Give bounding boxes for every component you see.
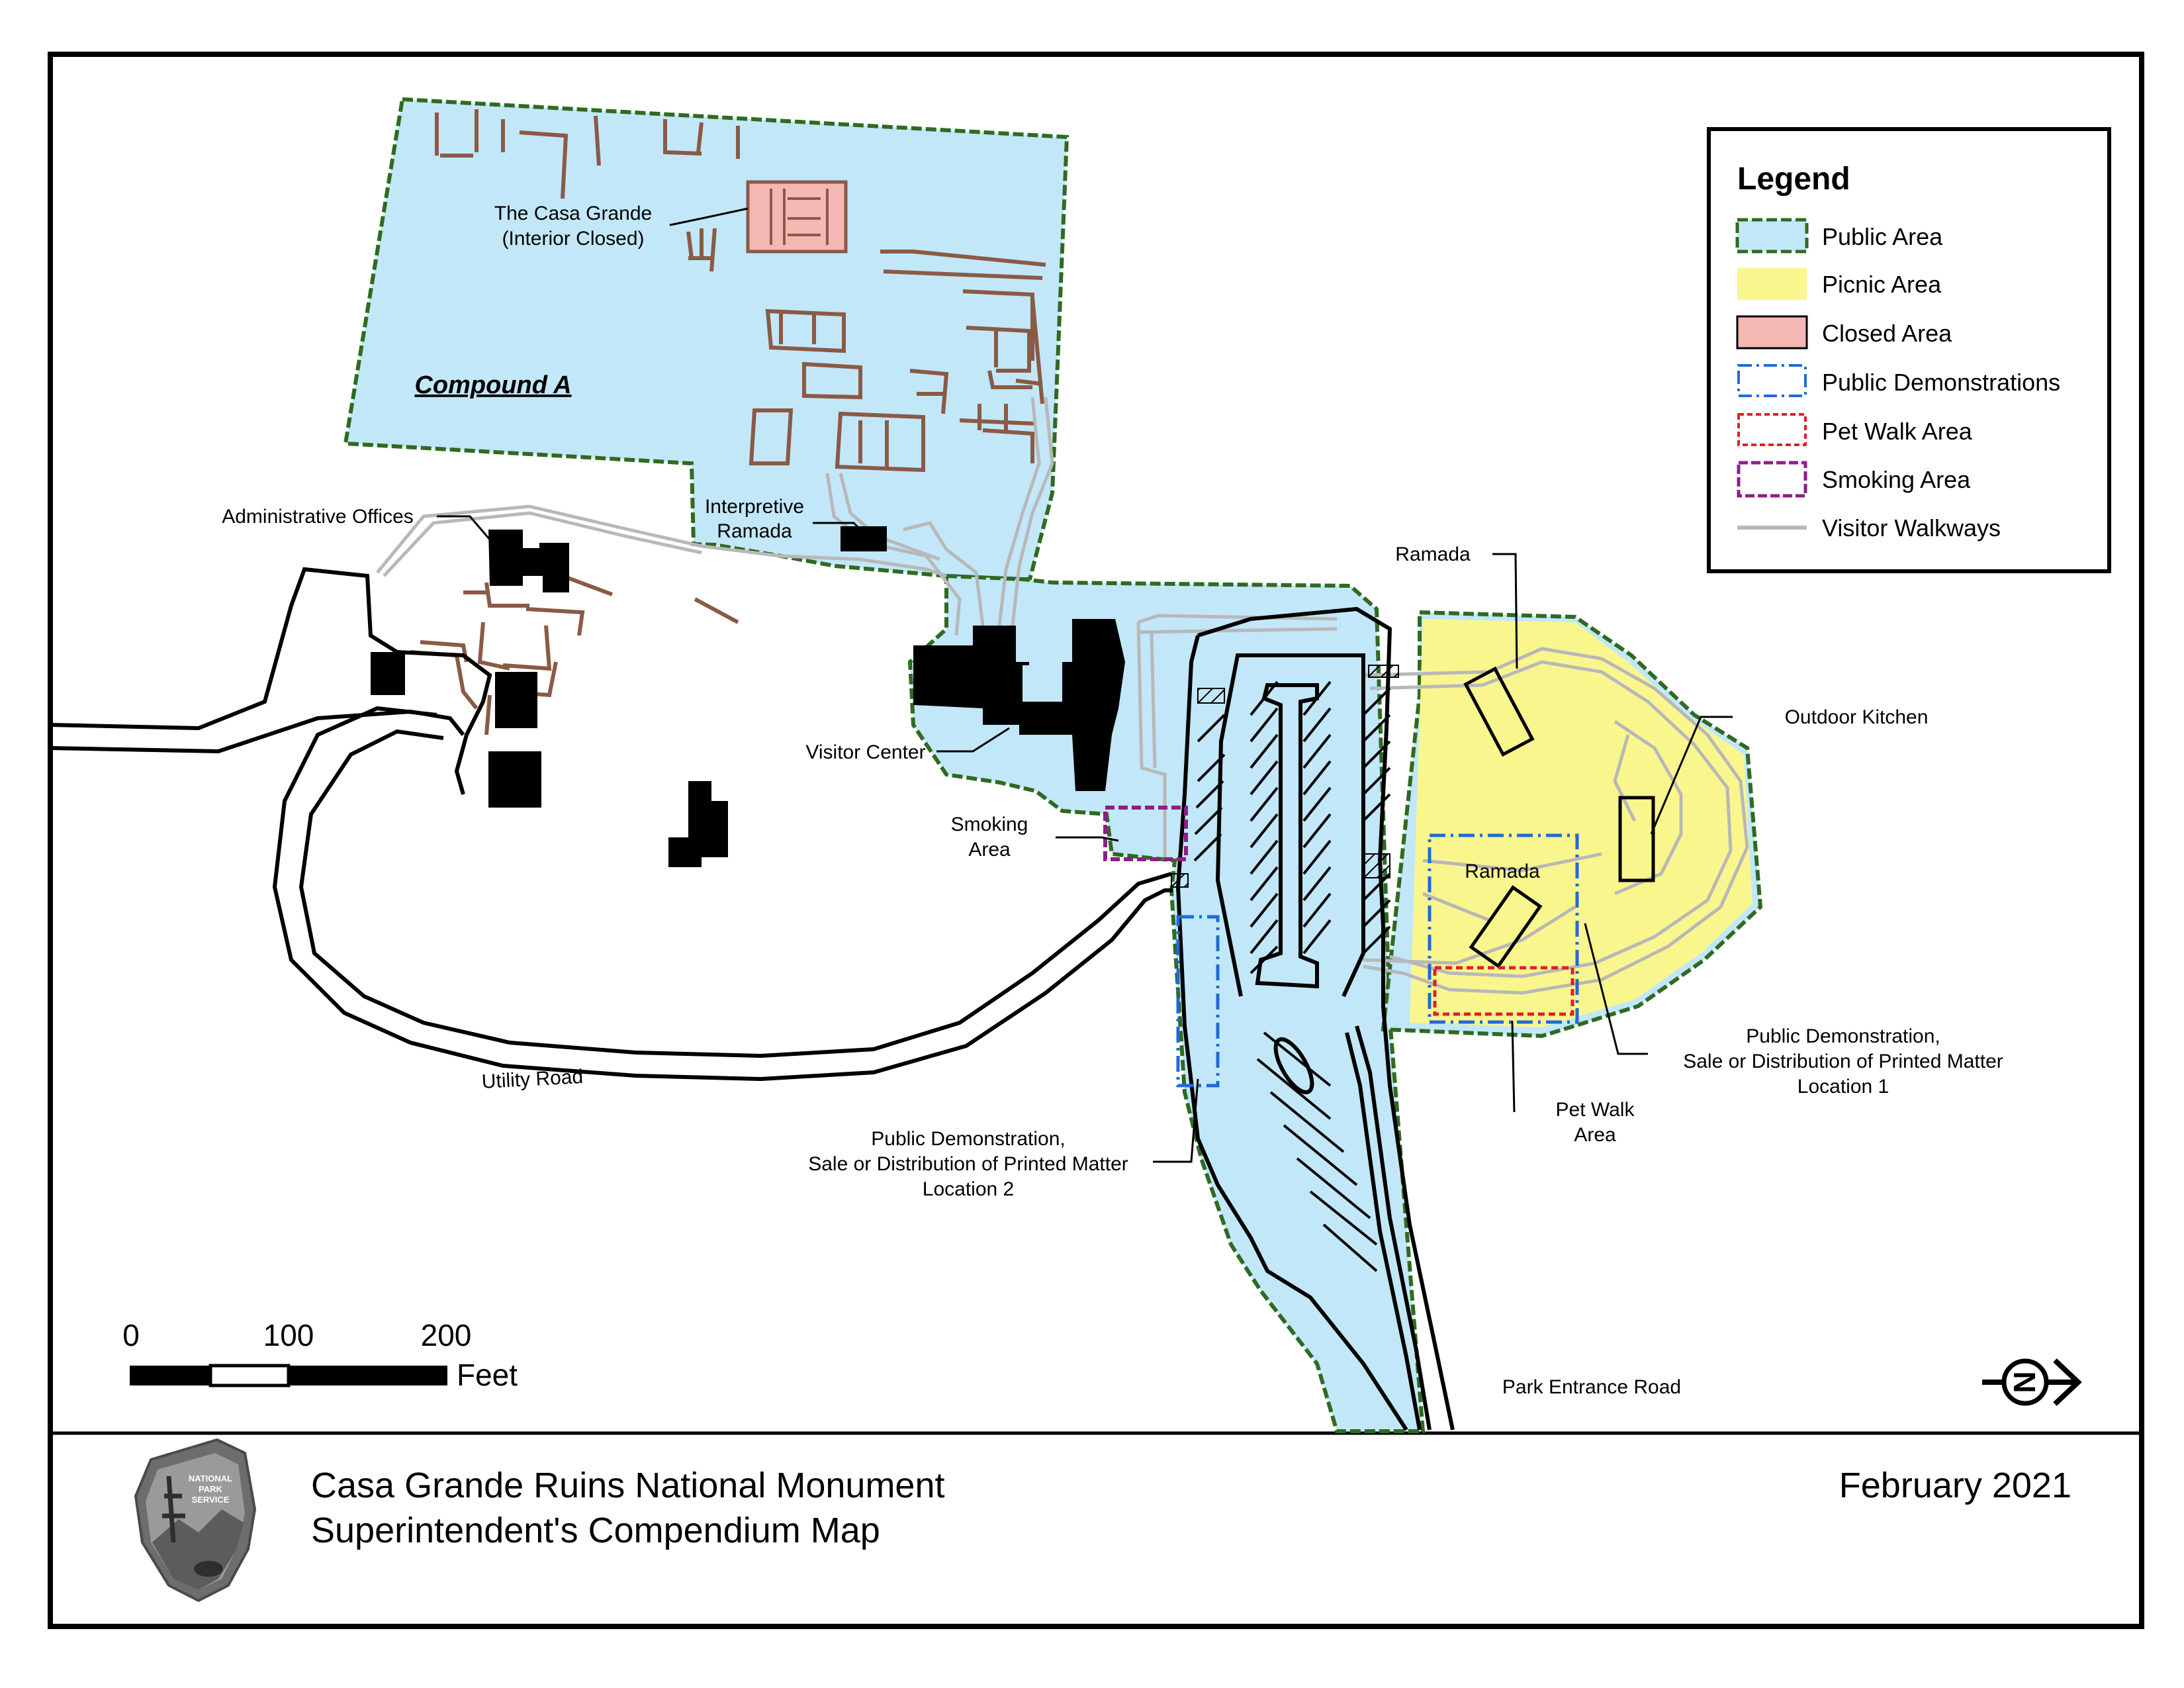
legend-box (1707, 127, 2111, 573)
visitor-walkways (376, 397, 1749, 995)
label-visitor-center: Visitor Center (805, 741, 925, 763)
label-outdoor-kitchen: Outdoor Kitchen (1785, 706, 1929, 728)
legend: Legend Public Area Picnic Area Closed Ar… (1707, 127, 2111, 573)
label-demo-2-line1: Public Demonstration, (871, 1128, 1065, 1150)
label-park-entrance-road: Park Entrance Road (1502, 1376, 1681, 1398)
legend-title: Legend (1737, 162, 1850, 197)
label-pet-walk-1: Pet Walk (1556, 1099, 1635, 1121)
legend-swatch-closed-area (1736, 315, 1808, 350)
map-title-line-1: Casa Grande Ruins National Monument (311, 1466, 945, 1505)
utility-road-north (50, 567, 492, 795)
label-demo-1-line3: Location 1 (1797, 1076, 1889, 1098)
legend-swatch-public-area (1735, 218, 1809, 254)
label-smoking-area-2: Area (968, 839, 1011, 861)
utility-road (272, 706, 1173, 1082)
interpretive-ramada-building (841, 526, 887, 551)
roads (50, 567, 1455, 1431)
scale-bar: 0 100 200 Feet (122, 1318, 518, 1392)
label-administrative-offices: Administrative Offices (222, 506, 414, 528)
logo-text-1: NATIONAL (189, 1474, 232, 1483)
north-arrow-icon: N (1982, 1358, 2082, 1406)
label-interpretive-ramada-1: Interpretive (705, 496, 804, 518)
legend-swatch-public-demonstrations (1737, 364, 1807, 397)
buildings (371, 526, 1125, 867)
label-demo-1-line2: Sale or Distribution of Printed Matter (1683, 1051, 2003, 1072)
map-frame (48, 52, 2144, 1629)
map-labels: The Casa Grande (Interior Closed) Compou… (222, 203, 2003, 1398)
label-demo-2-line2: Sale or Distribution of Printed Matter (808, 1153, 1128, 1175)
building-admin-3 (495, 672, 537, 728)
demo-location-2-zone (1176, 915, 1220, 1088)
map-title-line-2: Superintendent's Compendium Map (311, 1511, 880, 1550)
logo-text-3: SERVICE (192, 1495, 230, 1505)
building-admin-4 (488, 751, 541, 808)
label-compound-a: Compound A (414, 371, 571, 399)
label-utility-road: Utility Road (481, 1066, 584, 1093)
legend-label-visitor-walkways: Visitor Walkways (1822, 514, 2001, 541)
label-interpretive-ramada-2: Ramada (717, 520, 792, 542)
legend-label-closed-area: Closed Area (1822, 320, 1952, 347)
scale-tick-100: 100 (263, 1318, 314, 1352)
scale-tick-0: 0 (122, 1318, 140, 1352)
scale-unit: Feet (457, 1358, 518, 1392)
legend-swatch-picnic-area (1737, 268, 1807, 300)
label-demo-2-line3: Location 2 (923, 1178, 1014, 1200)
demo-location-1-zone (1428, 833, 1579, 1024)
label-ramada-top: Ramada (1395, 543, 1471, 565)
closed-area-casa-grande (746, 180, 848, 254)
leader-lines (437, 207, 1733, 1163)
smoking-area-zone (1103, 806, 1188, 861)
legend-label-public-area: Public Area (1822, 223, 1943, 250)
building-admin-5 (668, 781, 728, 867)
visitor-center-building (913, 619, 1125, 791)
legend-label-picnic-area: Picnic Area (1822, 271, 1942, 298)
legend-swatch-pet-walk-area (1737, 413, 1807, 446)
north-arrow-letter: N (2007, 1371, 2042, 1393)
legend-label-pet-walk-area: Pet Walk Area (1822, 418, 1973, 445)
public-area-parking (907, 573, 1426, 1433)
visitor-center-courtyard (1023, 665, 1062, 702)
logo-text-2: PARK (199, 1484, 222, 1494)
parking-stalls (1193, 680, 1391, 1272)
scale-tick-200: 200 (421, 1318, 472, 1352)
legend-label-smoking-area: Smoking Area (1822, 466, 1971, 493)
ruin-walls (410, 109, 1046, 735)
label-demo-1-line1: Public Demonstration, (1746, 1025, 1940, 1047)
administrative-offices-building (488, 530, 569, 592)
legend-label-public-demonstrations: Public Demonstrations (1822, 369, 2060, 396)
ramada-picnic-structure (1469, 885, 1543, 968)
building-admin-2 (371, 652, 405, 695)
ramada-top-structure (1463, 666, 1535, 757)
legend-swatch-smoking-area (1737, 461, 1807, 498)
label-pet-walk-2: Area (1574, 1124, 1616, 1146)
pet-walk-zone (1433, 966, 1574, 1016)
parking-lot-outline (1175, 635, 1408, 1431)
label-casa-grande-2: (Interior Closed) (502, 228, 644, 250)
outdoor-kitchen-structure (1618, 796, 1655, 882)
nps-logo: NATIONAL PARK SERVICE (134, 1438, 257, 1603)
label-casa-grande-1: The Casa Grande (494, 203, 652, 224)
label-smoking-area-1: Smoking (951, 814, 1028, 835)
label-ramada-picnic: Ramada (1465, 861, 1540, 882)
map-date: February 2021 (1839, 1466, 2071, 1505)
hatched-areas (1171, 665, 1399, 888)
